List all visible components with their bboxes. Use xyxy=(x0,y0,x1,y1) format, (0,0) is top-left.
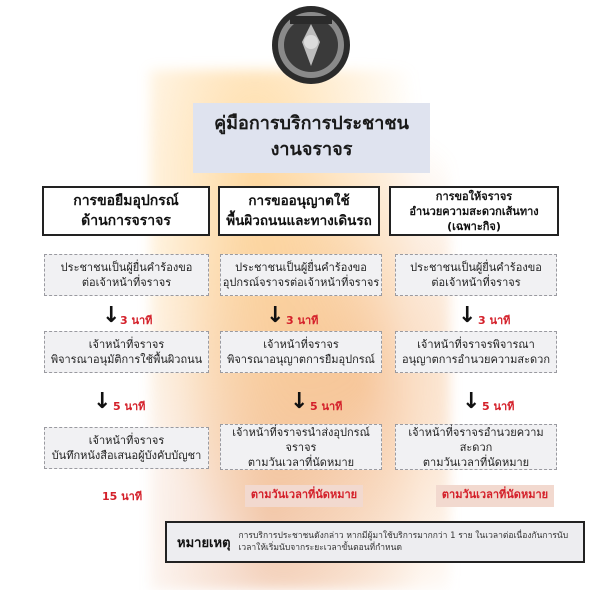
step-box: ประชาชนเป็นผู้ยื่นคำร้องขอ อุปกรณ์จราจรต… xyxy=(220,254,382,296)
header-line: การขอยืมอุปกรณ์ xyxy=(73,193,179,209)
time-label: 5 นาที xyxy=(310,400,343,413)
step-line: ประชาชนเป็นผู้ยื่นคำร้องขอ xyxy=(235,261,367,274)
step-box: เจ้าหน้าที่จราจร บันทึกหนังสือเสนอผู้บัง… xyxy=(44,427,209,469)
note-line: เวลาให้เริ่มนับจากระยะเวลาขั้นตอนที่กำหน… xyxy=(238,543,402,553)
header-line: การขออนุญาตใช้ xyxy=(248,193,350,209)
step-line: เจ้าหน้าที่จราจร xyxy=(88,338,165,351)
step-box: เจ้าหน้าที่จราจร พิจารณาอนุญาตการยืมอุปก… xyxy=(220,331,382,373)
header-line: (เฉพาะกิจ) xyxy=(447,219,501,233)
step-box: เจ้าหน้าที่จราจรพิจารณา อนุญาตการอำนวยคว… xyxy=(395,331,557,373)
header-line: อำนวยความสะดวกเส้นทาง xyxy=(409,204,539,218)
time-label: 5 นาที xyxy=(482,400,515,413)
column-header-borrow-equipment: การขอยืมอุปกรณ์ ด้านการจราจร xyxy=(42,186,210,236)
time-label: 3 นาที xyxy=(478,314,511,327)
note-line: การบริการประชาชนดังกล่าว หากมีผู้มาใช้บร… xyxy=(238,531,569,541)
step-line: อนุญาตการอำนวยความสะดวก xyxy=(401,353,551,366)
step-line: เจ้าหน้าที่จราจร xyxy=(263,338,339,351)
final-time-badge: ตามวันเวลาที่นัดหมาย xyxy=(245,485,363,507)
step-line: ต่อเจ้าหน้าที่จราจร xyxy=(81,276,172,289)
header-line: การขอให้จราจร xyxy=(435,189,513,203)
down-arrow-icon: ↓ xyxy=(102,303,121,328)
header-line: พื้นผิวถนนและทางเดินรถ xyxy=(226,213,372,229)
step-line: เจ้าหน้าที่จราจรพิจารณา xyxy=(417,338,535,351)
time-label: 3 นาที xyxy=(120,314,153,327)
header-line: ด้านการจราจร xyxy=(81,213,171,229)
note-box: หมายเหตุ การบริการประชาชนดังกล่าว หากมีผ… xyxy=(165,521,585,563)
down-arrow-icon: ↓ xyxy=(93,389,112,414)
page-subtitle: งานจราจร xyxy=(270,139,353,160)
step-line: ประชาชนเป็นผู้ยื่นคำร้องขอ xyxy=(410,261,542,274)
page-title: คู่มือการบริการประชาชน xyxy=(214,113,409,134)
down-arrow-icon: ↓ xyxy=(462,389,481,414)
down-arrow-icon: ↓ xyxy=(266,303,285,328)
down-arrow-icon: ↓ xyxy=(458,303,477,328)
final-time-badge: ตามวันเวลาที่นัดหมาย xyxy=(436,485,554,507)
step-line: เจ้าหน้าที่จราจรนำส่งอุปกรณ์จราจร xyxy=(232,425,370,454)
step-line: เจ้าหน้าที่จราจร xyxy=(88,434,165,447)
step-line: เจ้าหน้าที่จราจรอำนวยความสะดวก xyxy=(408,425,544,454)
time-label: 5 นาที xyxy=(113,400,146,413)
step-line: ประชาชนเป็นผู้ยื่นคำร้องขอ xyxy=(60,261,193,274)
title-box: คู่มือการบริการประชาชน งานจราจร xyxy=(193,103,430,173)
step-line: พิจารณาอนุญาตการยืมอุปกรณ์ xyxy=(227,353,375,366)
step-line: ตามวันเวลาที่นัดหมาย xyxy=(422,455,530,469)
step-line: ต่อเจ้าหน้าที่จราจร xyxy=(431,276,521,289)
note-label: หมายเหตุ xyxy=(177,535,231,551)
step-box: เจ้าหน้าที่จราจรอำนวยความสะดวก ตามวันเวล… xyxy=(395,424,557,470)
step-box: ประชาชนเป็นผู้ยื่นคำร้องขอ ต่อเจ้าหน้าที… xyxy=(44,254,209,296)
final-time-label: 15 นาที xyxy=(102,490,143,503)
time-label: 3 นาที xyxy=(286,314,319,327)
down-arrow-icon: ↓ xyxy=(290,389,309,414)
step-line: พิจารณาอนุมัติการใช้พื้นผิวถนน xyxy=(50,353,203,366)
step-box: เจ้าหน้าที่จราจร พิจารณาอนุมัติการใช้พื้… xyxy=(44,331,209,373)
police-station-logo xyxy=(270,4,352,86)
step-box: ประชาชนเป็นผู้ยื่นคำร้องขอ ต่อเจ้าหน้าที… xyxy=(395,254,557,296)
note-text: การบริการประชาชนดังกล่าว หากมีผู้มาใช้บร… xyxy=(239,530,569,554)
step-line: ตามวันเวลาที่นัดหมาย xyxy=(247,455,355,469)
step-line: บันทึกหนังสือเสนอผู้บังคับบัญชา xyxy=(51,449,202,462)
column-header-traffic-escort: การขอให้จราจร อำนวยความสะดวกเส้นทาง (เฉพ… xyxy=(389,186,559,236)
step-box: เจ้าหน้าที่จราจรนำส่งอุปกรณ์จราจร ตามวัน… xyxy=(220,424,382,470)
step-line: อุปกรณ์จราจรต่อเจ้าหน้าที่จราจร xyxy=(222,276,380,289)
column-header-road-permit: การขออนุญาตใช้ พื้นผิวถนนและทางเดินรถ xyxy=(218,186,380,236)
